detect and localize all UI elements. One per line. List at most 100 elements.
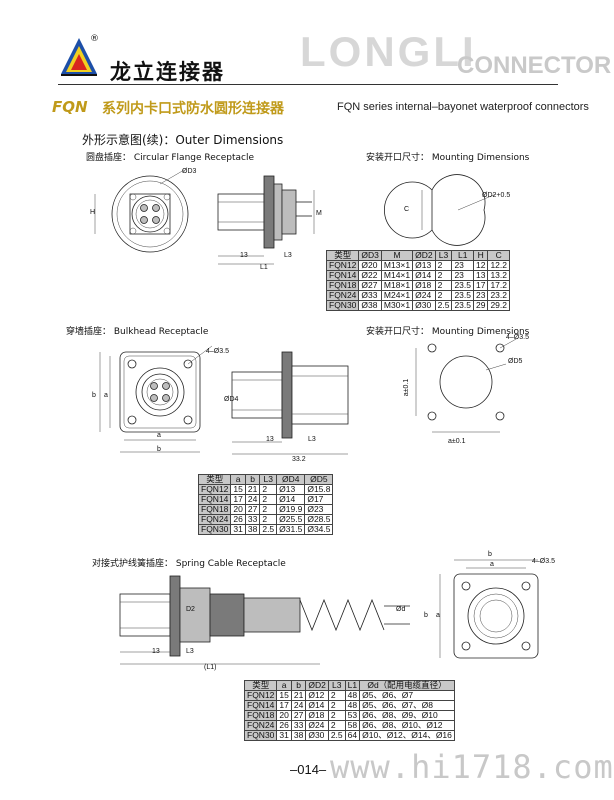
table-cell: Ø18 <box>305 710 329 721</box>
table-cell: Ø13 <box>276 484 306 495</box>
table-cell: 2.5 <box>327 730 346 741</box>
table-cell: 64 <box>344 730 361 741</box>
table-cell: Ø38 <box>358 300 382 311</box>
dim-13-s2: 13 <box>266 436 274 443</box>
table-cell: Ø13 <box>412 260 436 271</box>
table-cell: Ø24 <box>412 290 436 301</box>
dim-l3-s2: L3 <box>308 436 316 443</box>
table-cell: FQN30 <box>243 730 278 741</box>
table-cell: 24 <box>244 494 261 505</box>
table-cell: Ø34.5 <box>304 524 334 535</box>
section-title: 外形示意图(续)：Outer Dimensions <box>82 133 284 147</box>
table-cell: 27 <box>290 710 307 721</box>
table-cell: 29.2 <box>487 300 510 311</box>
table-cell: Ø12 <box>305 690 329 701</box>
table-cell: Ø14 <box>276 494 306 505</box>
table-cell: 53 <box>344 710 361 721</box>
table-cell: 38 <box>244 524 261 535</box>
table-cell: FQN30 <box>325 300 360 311</box>
table-cell: M14×1 <box>380 270 414 281</box>
table-cell: 23 <box>451 270 474 281</box>
table-header-cell: ØD3 <box>358 250 382 261</box>
table-cell: 2 <box>259 514 278 525</box>
table-cell: 2 <box>327 710 346 721</box>
table-cell: 2 <box>259 484 278 495</box>
table-cell: FQN12 <box>325 260 360 271</box>
table-cell: Ø5、Ø6、Ø7 <box>359 690 455 701</box>
table-cell: Ø17 <box>304 494 334 505</box>
table-cell: Ø31.5 <box>276 524 306 535</box>
spring-cable-front-view <box>439 559 539 659</box>
table-header-cell: L1 <box>451 250 474 261</box>
table-cell: Ø20 <box>358 260 382 271</box>
table-header-cell: 类型 <box>243 680 278 691</box>
table-cell: 21 <box>244 484 261 495</box>
table-cell: Ø10、Ø12、Ø14、Ø16 <box>359 730 455 741</box>
table-header-cell: L3 <box>259 474 278 485</box>
table-cell: 13 <box>472 270 489 281</box>
table-cell: Ø14 <box>305 700 329 711</box>
dim-l3-s3: L3 <box>186 648 194 655</box>
table-cell: 2 <box>259 504 278 515</box>
table-cell: FQN12 <box>197 484 232 495</box>
table-cell: Ø18 <box>412 280 436 291</box>
dim-c: C <box>404 206 410 213</box>
table-header-cell: ØD5 <box>304 474 334 485</box>
table-cell: 2.5 <box>259 524 278 535</box>
registered-mark: ® <box>90 34 99 44</box>
dim-hole2-s2: 4–Ø3.5 <box>506 334 529 341</box>
table-cell: 2 <box>434 280 453 291</box>
table-cell: Ø15.8 <box>304 484 334 495</box>
table-cell: 58 <box>344 720 361 731</box>
table-cell: 15 <box>230 484 246 495</box>
series-title-en: FQN series internal–bayonet waterproof c… <box>337 101 589 113</box>
table-cell: FQN24 <box>243 720 278 731</box>
table-cell: 23.5 <box>451 290 474 301</box>
table-cell: 2 <box>327 720 346 731</box>
longli-logo <box>61 38 97 76</box>
section3-label: 对接式护线簧插座： Spring Cable Receptacle <box>92 559 286 569</box>
spring-cable-side-view <box>119 575 410 665</box>
table-header-cell: 类型 <box>197 474 232 485</box>
dim-a-s2: a <box>157 432 161 439</box>
series-code: FQN <box>52 98 88 116</box>
table-header-cell: a <box>276 680 292 691</box>
brand-en-big: LONGLI <box>300 28 477 75</box>
dim-a-side: a <box>104 392 108 399</box>
table-cell: 20 <box>276 710 292 721</box>
table-header-cell: ØD2 <box>305 680 329 691</box>
table-cell: 31 <box>230 524 246 535</box>
table-cell: 15 <box>276 690 292 701</box>
table-cell: M24×1 <box>380 290 414 301</box>
section1-mount-label: 安装开口尺寸： Mounting Dimensions <box>366 153 530 163</box>
table-cell: 17 <box>230 494 246 505</box>
dim-hole-s2: 4–Ø3.5 <box>206 348 229 355</box>
dim-d5: ØD5 <box>508 358 523 365</box>
circular-flange-front-view <box>94 169 189 253</box>
dim-332: 33.2 <box>292 456 306 463</box>
table-cell: Ø19.9 <box>276 504 306 515</box>
table-cell: FQN18 <box>325 280 360 291</box>
table-header-cell: Ød（配用电缆直径） <box>359 680 455 691</box>
table-cell: M30×1 <box>380 300 414 311</box>
table-cell: Ø23 <box>304 504 334 515</box>
dim-b-s3-side: b <box>424 612 428 619</box>
table-cell: FQN14 <box>325 270 360 281</box>
table-cell: Ø5、Ø6、Ø7、Ø8 <box>359 700 455 711</box>
table-header-cell: b <box>244 474 261 485</box>
dim-b-side: b <box>92 392 96 399</box>
dim-hole-s3: 4–Ø3.5 <box>532 558 555 565</box>
table-header-cell: H <box>472 250 489 261</box>
table-cell: FQN14 <box>243 700 278 711</box>
dim-m: M <box>316 210 322 217</box>
table-cell: 17 <box>276 700 292 711</box>
table-cell: 2 <box>434 270 453 281</box>
